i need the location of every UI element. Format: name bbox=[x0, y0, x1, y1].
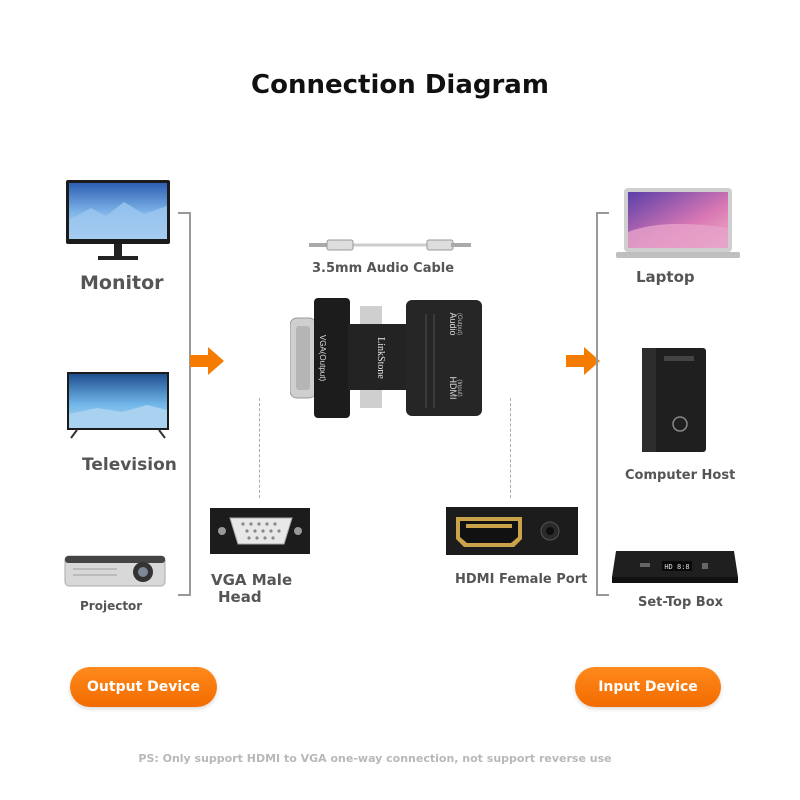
adapter-audio-text: Audio bbox=[448, 312, 458, 335]
diagram-title: Connection Diagram bbox=[251, 70, 549, 100]
orange-arrow-right-icon bbox=[566, 347, 600, 375]
audio-cable-label: 3.5mm Audio Cable bbox=[312, 261, 455, 276]
output-device-button[interactable]: Output Device bbox=[70, 667, 217, 707]
monitor-icon bbox=[66, 180, 170, 260]
input-device-button[interactable]: Input Device bbox=[575, 667, 721, 707]
projector-icon bbox=[64, 555, 166, 587]
adapter-hdmi-text: HDMI bbox=[448, 377, 458, 400]
television-icon bbox=[67, 372, 169, 439]
vga-port-icon bbox=[210, 508, 310, 554]
adapter-brand-text: LinkStone bbox=[375, 337, 386, 379]
adapter-vga-text: VGA(Output) bbox=[318, 335, 327, 382]
adapter-hdmi-sub-text: (Input) bbox=[456, 379, 462, 396]
output-device-label: Monitor bbox=[80, 272, 164, 294]
hdmi-to-vga-adapter-icon: VGA(Output) LinkStone Audio (Output) HDM… bbox=[290, 298, 482, 418]
input-bracket bbox=[596, 212, 609, 596]
orange-arrow-left-icon bbox=[190, 347, 224, 375]
input-device-label: Computer Host bbox=[625, 468, 736, 483]
hdmi-dashed-line bbox=[510, 398, 511, 498]
hdmi-port-icon bbox=[446, 507, 578, 555]
vga-male-label: Head bbox=[218, 588, 262, 606]
output-bracket bbox=[178, 212, 191, 596]
vga-dashed-line bbox=[259, 398, 260, 498]
hdmi-female-label: HDMI Female Port bbox=[455, 572, 588, 587]
set-top-box-display-text: HD 8:8 bbox=[664, 563, 689, 571]
footnote: PS: Only support HDMI to VGA one-way con… bbox=[138, 752, 612, 765]
adapter-audio-sub-text: (Output) bbox=[456, 313, 462, 335]
laptop-icon bbox=[616, 188, 740, 258]
output-device-label: Television bbox=[82, 455, 177, 475]
vga-male-label: VGA Male bbox=[211, 571, 293, 589]
input-device-label: Laptop bbox=[636, 268, 695, 286]
input-device-label: Set-Top Box bbox=[638, 595, 724, 610]
output-device-label: Projector bbox=[80, 599, 143, 613]
set-top-box-icon: HD 8:8 bbox=[612, 551, 738, 583]
computer-host-icon bbox=[642, 348, 706, 452]
audio-cable-icon bbox=[309, 239, 471, 251]
